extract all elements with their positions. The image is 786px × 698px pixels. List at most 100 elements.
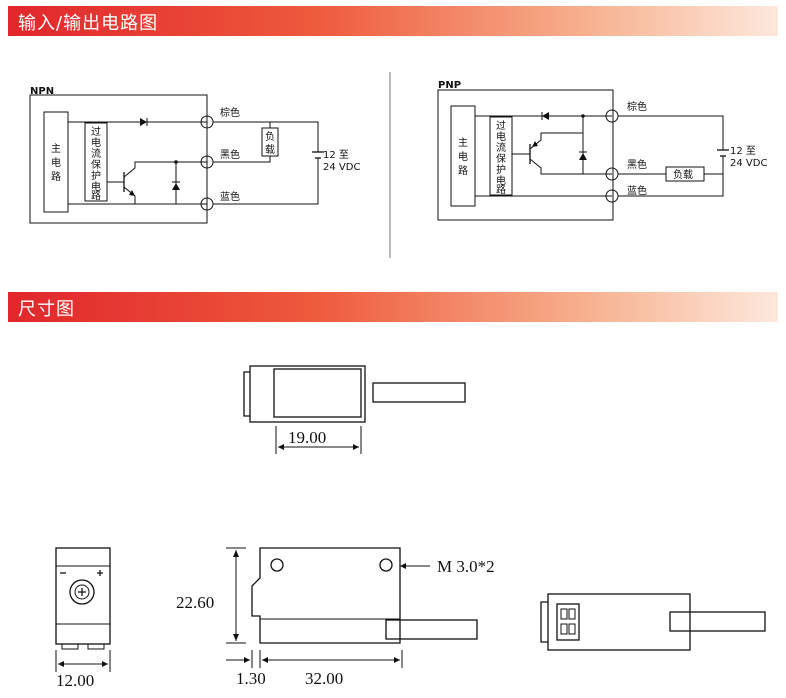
top-view-body	[249, 365, 366, 423]
npn-emitter-arrow-icon	[129, 190, 135, 196]
npn-protection-char-6: 电	[91, 180, 101, 193]
npn-brown-label: 棕色	[220, 106, 240, 119]
length-arrow-right	[394, 657, 400, 663]
pnp-brown-label: 棕色	[627, 100, 647, 113]
npn-circuit: NPN 主 电 路 过 电 流 保 护 电 路 棕色	[29, 86, 360, 224]
io-circuit-banner: 输入/输出电路图	[8, 6, 778, 36]
npn-protection-char-4: 保	[91, 158, 101, 171]
pnp-main-circuit-char-2: 电	[458, 150, 468, 163]
npn-load-char-2: 载	[265, 144, 275, 156]
pnp-junction-dot	[581, 114, 585, 118]
pnp-sensor-box	[437, 89, 614, 221]
end-view-foot-right	[87, 643, 105, 650]
height-label: 22.60	[176, 593, 214, 612]
rear-view-cable	[669, 611, 766, 632]
dimension-banner: 尺寸图	[8, 292, 778, 322]
pnp-main-circuit-char-3: 路	[458, 164, 468, 177]
length-arrow-left	[262, 657, 268, 663]
npn-sensor-box	[29, 94, 208, 224]
pnp-blue-external-wire	[618, 156, 724, 197]
rear-view-drawing	[540, 593, 766, 651]
rear-view-body	[547, 593, 691, 651]
npn-blue-label: 蓝色	[220, 190, 240, 203]
top-view-window	[273, 368, 362, 418]
npn-black-external-wire	[213, 156, 271, 163]
mount-hole-arrow-icon	[400, 563, 406, 569]
pnp-circuit: PNP 主 电 路 过 电 流 保 护 电 路 棕色 黑色 蓝色	[437, 80, 767, 221]
npn-load-box	[261, 127, 279, 157]
pnp-emitter-arrow-icon	[532, 141, 538, 147]
mount-hole-label: M 3.0*2	[437, 557, 495, 576]
pnp-diode-icon	[542, 112, 549, 120]
offset-arrow	[244, 657, 250, 663]
side-view-body	[251, 547, 401, 644]
npn-brown-external-wire	[213, 121, 319, 152]
height-arrow-top	[233, 550, 239, 557]
pnp-label: PNP	[438, 80, 461, 91]
side-view-hole-left	[270, 558, 284, 572]
npn-diode-icon	[140, 118, 147, 126]
pnp-protection-char-7: 路	[496, 183, 506, 196]
rear-view-terminal-2	[568, 608, 576, 620]
pnp-protection-char-6: 电	[496, 174, 506, 187]
rear-view-flange	[540, 601, 548, 643]
pnp-main-circuit-char-1: 主	[458, 137, 468, 149]
pnp-load-label: 负载	[673, 168, 693, 181]
rear-view-terminal-1	[560, 608, 568, 620]
npn-black-label: 黑色	[220, 148, 240, 161]
top-view-dim-arrow-right	[353, 444, 359, 450]
rear-view-terminal-block	[556, 603, 580, 641]
pnp-black-label: 黑色	[627, 158, 647, 171]
end-view-dim-arrow-right	[102, 661, 108, 667]
npn-main-circuit-char-3: 路	[51, 170, 61, 183]
npn-collector-wire	[123, 161, 207, 178]
top-view-drawing: 19.00	[243, 365, 466, 454]
npn-main-circuit-char-2: 电	[51, 156, 61, 169]
npn-main-circuit-char-1: 主	[51, 143, 61, 155]
pnp-protection-char-5: 护	[496, 163, 506, 176]
rear-view-terminal-3	[560, 623, 568, 635]
offset-label: 1.30	[236, 669, 266, 688]
npn-protection-char-3: 流	[91, 147, 101, 160]
end-width-label: 12.00	[56, 671, 94, 690]
pnp-zener-icon	[579, 153, 587, 160]
end-view-dim-arrow-left	[58, 661, 64, 667]
pnp-protection-char-2: 电	[496, 130, 506, 143]
end-view-body	[55, 547, 111, 645]
npn-protection-box	[84, 122, 108, 202]
height-arrow-bottom	[233, 634, 239, 641]
pnp-protection-char-3: 流	[496, 141, 506, 154]
npn-protection-char-5: 护	[91, 169, 101, 182]
end-view-foot-left	[61, 643, 79, 650]
top-view-dim-arrow-left	[278, 444, 284, 450]
top-view-flange	[243, 371, 250, 417]
top-length-label: 19.00	[288, 428, 326, 447]
npn-zener-icon	[172, 183, 180, 190]
end-view-adjuster-outer	[69, 579, 95, 605]
npn-main-circuit-box	[43, 111, 69, 213]
pnp-emitter-wire	[529, 116, 584, 150]
end-view-drawing: 12.00	[55, 547, 111, 690]
pnp-protection-box	[489, 116, 513, 196]
body-length-label: 32.00	[305, 669, 343, 688]
pnp-protection-char-4: 保	[496, 152, 506, 165]
pnp-blue-label: 蓝色	[627, 184, 647, 197]
side-view-cable	[385, 619, 478, 640]
dimension-title: 尺寸图	[18, 299, 75, 320]
npn-supply-line2: 24 VDC	[323, 162, 360, 173]
side-view-hole-right	[379, 558, 393, 572]
npn-protection-char-2: 电	[91, 136, 101, 149]
npn-protection-char-1: 过	[91, 125, 101, 138]
npn-junction-dot	[174, 160, 178, 164]
npn-load-char-1: 负	[265, 130, 275, 143]
top-view-cable	[372, 382, 466, 403]
pnp-brown-external-wire	[618, 115, 724, 150]
npn-protection-char-7: 路	[91, 189, 101, 202]
end-view-adjuster-icon	[74, 584, 90, 600]
pnp-main-circuit-box	[450, 105, 476, 207]
pnp-collector-wire	[529, 158, 612, 175]
io-circuit-title: 输入/输出电路图	[18, 13, 159, 34]
npn-label: NPN	[30, 86, 54, 97]
npn-blue-external-wire	[213, 158, 319, 205]
